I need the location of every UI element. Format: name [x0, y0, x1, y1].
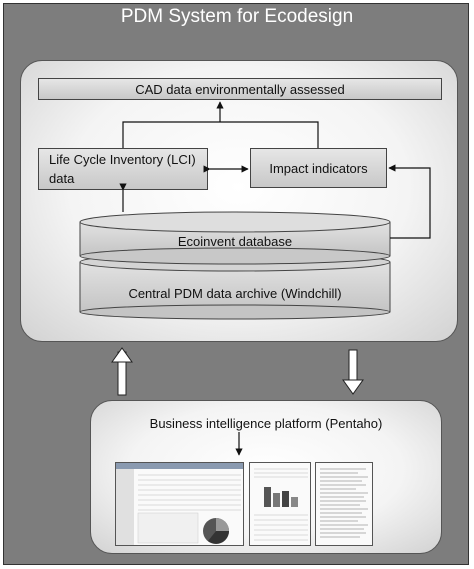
data-out-arrow: [342, 379, 364, 395]
cad-data-box: CAD data environmentally assessed: [38, 78, 442, 100]
report-thumbnail-graphic: [320, 468, 368, 538]
diagram-title: PDM System for Ecodesign: [120, 6, 354, 27]
report-screenshot: [315, 462, 373, 546]
impact-indicators-box: Impact indicators: [250, 148, 387, 188]
cad-data-label: CAD data environmentally assessed: [135, 81, 345, 97]
dashboard-screenshot: [115, 462, 244, 546]
data-in-arrow: [111, 347, 133, 363]
bar-chart-thumbnail-graphic: [254, 468, 308, 541]
dashboard-thumbnail-graphic: [116, 463, 243, 545]
bi-platform-label: Business intelligence platform (Pentaho): [149, 416, 383, 431]
bar-chart-screenshot: [249, 462, 311, 546]
lci-data-box: Life Cycle Inventory (LCI) data: [38, 148, 208, 190]
lci-label-line1: Life Cycle Inventory (LCI): [49, 152, 196, 167]
ecoinvent-label: Ecoinvent database: [177, 234, 293, 249]
db-impact-arrow: [388, 164, 431, 239]
impact-indicators-label: Impact indicators: [269, 160, 368, 176]
lci-label-line2: data: [49, 171, 75, 186]
ecoinvent-cylinder: [79, 211, 391, 265]
pdm-archive-label: Central PDM data archive (Windchill): [128, 286, 342, 301]
